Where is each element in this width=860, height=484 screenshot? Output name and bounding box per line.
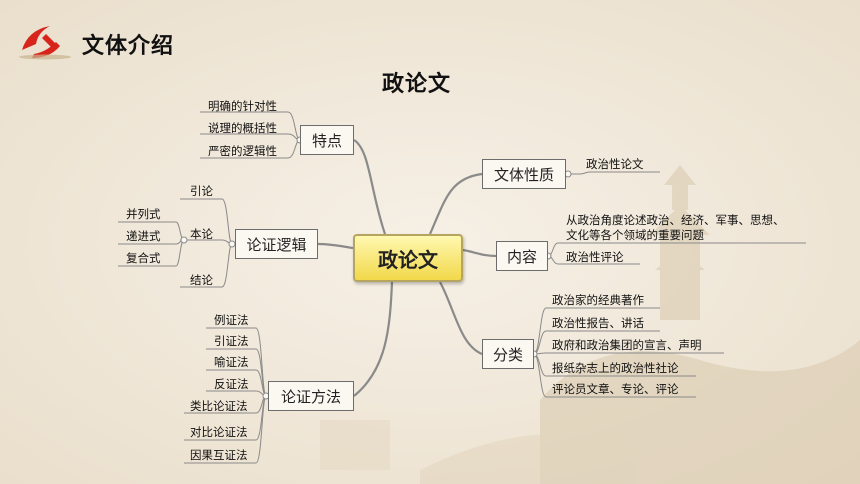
branch-xingzhi: 文体性质 (482, 159, 566, 189)
leaf-fangfa-7: 因果互证法 (190, 448, 248, 462)
leaf-xingzhi-1: 政治性论文 (586, 157, 644, 171)
leaf-dijin: 递进式 (126, 229, 161, 243)
central-topic: 政论文 (353, 234, 463, 282)
leaf-fenlei-2: 政治性报告、讲话 (552, 316, 644, 330)
leaf-jielun: 结论 (190, 273, 213, 287)
leaf-tedian-1: 明确的针对性 (208, 99, 277, 113)
leaf-tedian-2: 说理的概括性 (208, 121, 277, 135)
branch-luozheng: 论证逻辑 (235, 229, 318, 259)
leaf-fangfa-6: 对比论证法 (190, 425, 248, 439)
branch-neirong: 内容 (496, 241, 548, 271)
section-title: 文体介绍 (82, 34, 175, 59)
leaf-neirong-1b: 文化等各个领域的重要问题 (566, 228, 704, 242)
leaf-benlun: 本论 (190, 227, 213, 241)
leaf-binglie: 并列式 (126, 207, 161, 221)
leaf-fenlei-1: 政治家的经典著作 (552, 293, 644, 307)
leaf-fangfa-5: 类比论证法 (190, 399, 248, 413)
leaf-fangfa-2: 引证法 (214, 334, 249, 348)
branch-fangfa: 论证方法 (268, 381, 354, 411)
branch-tedian: 特点 (300, 125, 354, 155)
leaf-fangfa-3: 喻证法 (214, 355, 249, 369)
leaf-fuhe: 复合式 (126, 251, 161, 265)
leaf-neirong-2: 政治性评论 (566, 250, 624, 264)
leaf-fenlei-5: 评论员文章、专论、评论 (552, 382, 679, 396)
leaf-neirong-1a: 从政治角度论述政治、经济、军事、思想、 (566, 213, 785, 227)
branch-fenlei: 分类 (482, 339, 534, 369)
party-emblem-icon (19, 26, 71, 60)
leaf-yinlun: 引论 (190, 184, 213, 198)
leaf-fenlei-4: 报纸杂志上的政治性社论 (552, 361, 679, 375)
page-title: 政论文 (382, 72, 452, 97)
leaf-fangfa-4: 反证法 (214, 377, 249, 391)
leaf-tedian-3: 严密的逻辑性 (208, 144, 277, 158)
leaf-fenlei-3: 政府和政治集团的宣言、声明 (552, 338, 702, 352)
leaf-fangfa-1: 例证法 (214, 313, 249, 327)
